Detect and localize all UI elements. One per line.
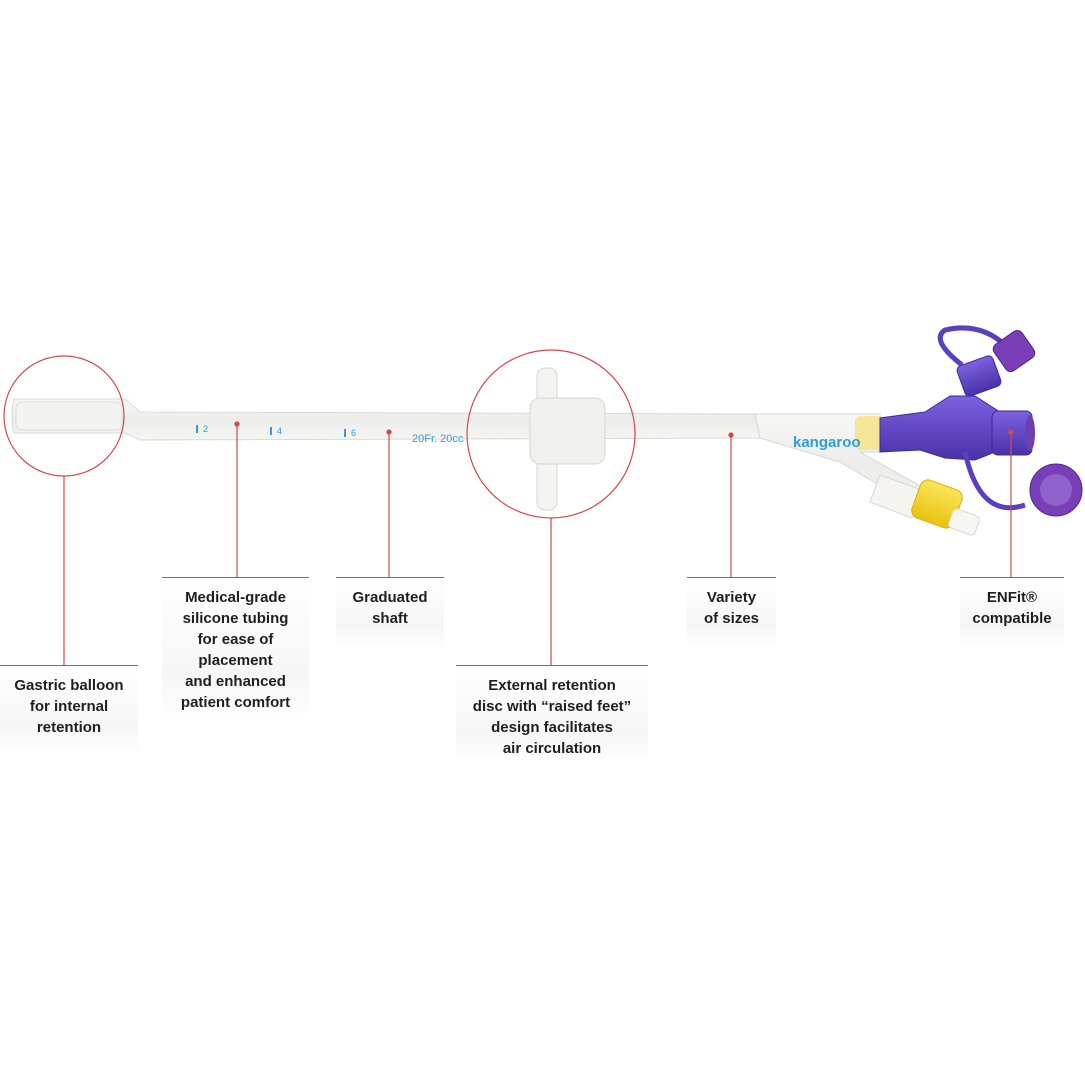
callout-external-retention-text: External retention disc with “raised fee… [472, 677, 632, 757]
callout-graduated-shaft-text: Graduated shaft [352, 589, 428, 627]
callout-variety-sizes-text: Variety of sizes [703, 589, 760, 627]
graduation-marks: 2 4 6 [196, 424, 356, 438]
callout-graduated-shaft: Graduated shaft [336, 577, 444, 647]
external-retention-disc [529, 367, 606, 511]
callout-enfit: ENFit® compatible [960, 577, 1064, 647]
callout-enfit-text: ENFit® compatible [972, 589, 1052, 627]
callout-medical-grade-text: Medical-grade silicone tubing for ease o… [180, 589, 291, 711]
shaft-mark-3: 6 [351, 428, 356, 438]
size-print: 20Fr. 20cc [412, 433, 464, 445]
leader-lines [63, 421, 1014, 665]
shaft-mark-2: 4 [277, 426, 282, 436]
yellow-side-port [869, 474, 980, 536]
callout-medical-grade: Medical-grade silicone tubing for ease o… [162, 577, 309, 719]
shaft-mark-1: 2 [203, 424, 208, 434]
balloon-tip [15, 401, 123, 431]
callout-gastric-balloon: Gastric balloon for internal retention [0, 665, 138, 755]
callout-gastric-balloon-text: Gastric balloon for internal retention [14, 677, 124, 736]
callout-variety-sizes: Variety of sizes [687, 577, 776, 647]
tethered-caps [937, 325, 1083, 517]
brand-logo: kangaroo [793, 434, 861, 451]
callout-external-retention: External retention disc with “raised fee… [456, 665, 648, 763]
